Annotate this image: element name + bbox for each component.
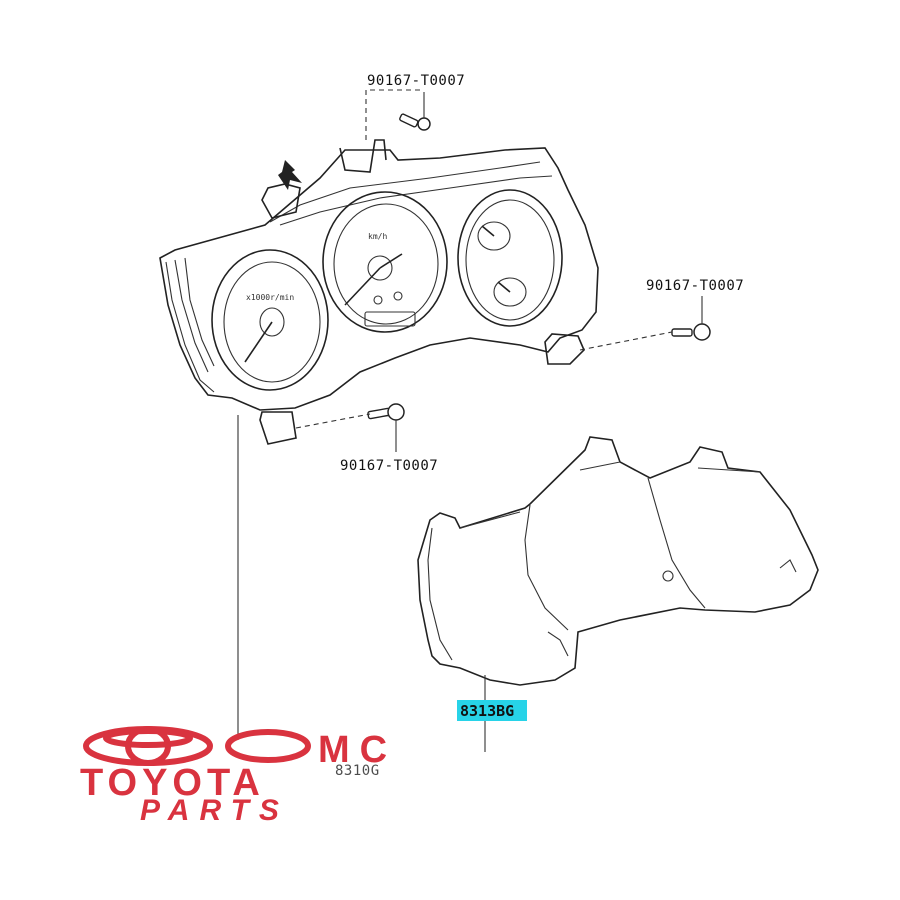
leader-top (365, 89, 420, 142)
tachometer-gauge: x1000r/min (211, 249, 329, 391)
part-label-screw-bottom[interactable]: 90167-T0007 (340, 458, 438, 474)
front-direction-arrow-icon (278, 160, 302, 190)
svg-text:x1000r/min: x1000r/min (246, 293, 294, 302)
leader-right (579, 331, 673, 351)
meter-glass-cover[interactable] (417, 436, 819, 686)
screw-bottom[interactable] (367, 403, 405, 421)
omc-toyota-parts-watermark: MC TOYOTA PARTS (80, 726, 397, 827)
watermark-line1: MC (318, 729, 397, 771)
watermark-line3: PARTS (140, 794, 289, 827)
svg-text:km/h: km/h (368, 232, 387, 241)
fuel-temp-gauge (457, 189, 563, 327)
toyota-emblem-icon (83, 726, 213, 766)
part-label-screw-top[interactable]: 90167-T0007 (367, 73, 465, 89)
watermark-line2: TOYOTA (80, 762, 265, 804)
glass-label-highlight (457, 700, 527, 721)
combination-meter-assembly[interactable]: x1000r/min km/h (159, 139, 599, 445)
part-label-screw-right[interactable]: 90167-T0007 (646, 278, 744, 294)
screw-top[interactable] (399, 113, 431, 131)
toyota-emblem-right-icon (225, 729, 311, 763)
leader-bottom (295, 413, 371, 429)
part-label-glass-cover[interactable]: 8313BG (460, 702, 514, 720)
screw-right[interactable] (671, 323, 711, 341)
part-label-cluster-assy[interactable]: 8310G (335, 763, 380, 779)
speedometer-gauge: km/h (322, 191, 448, 333)
